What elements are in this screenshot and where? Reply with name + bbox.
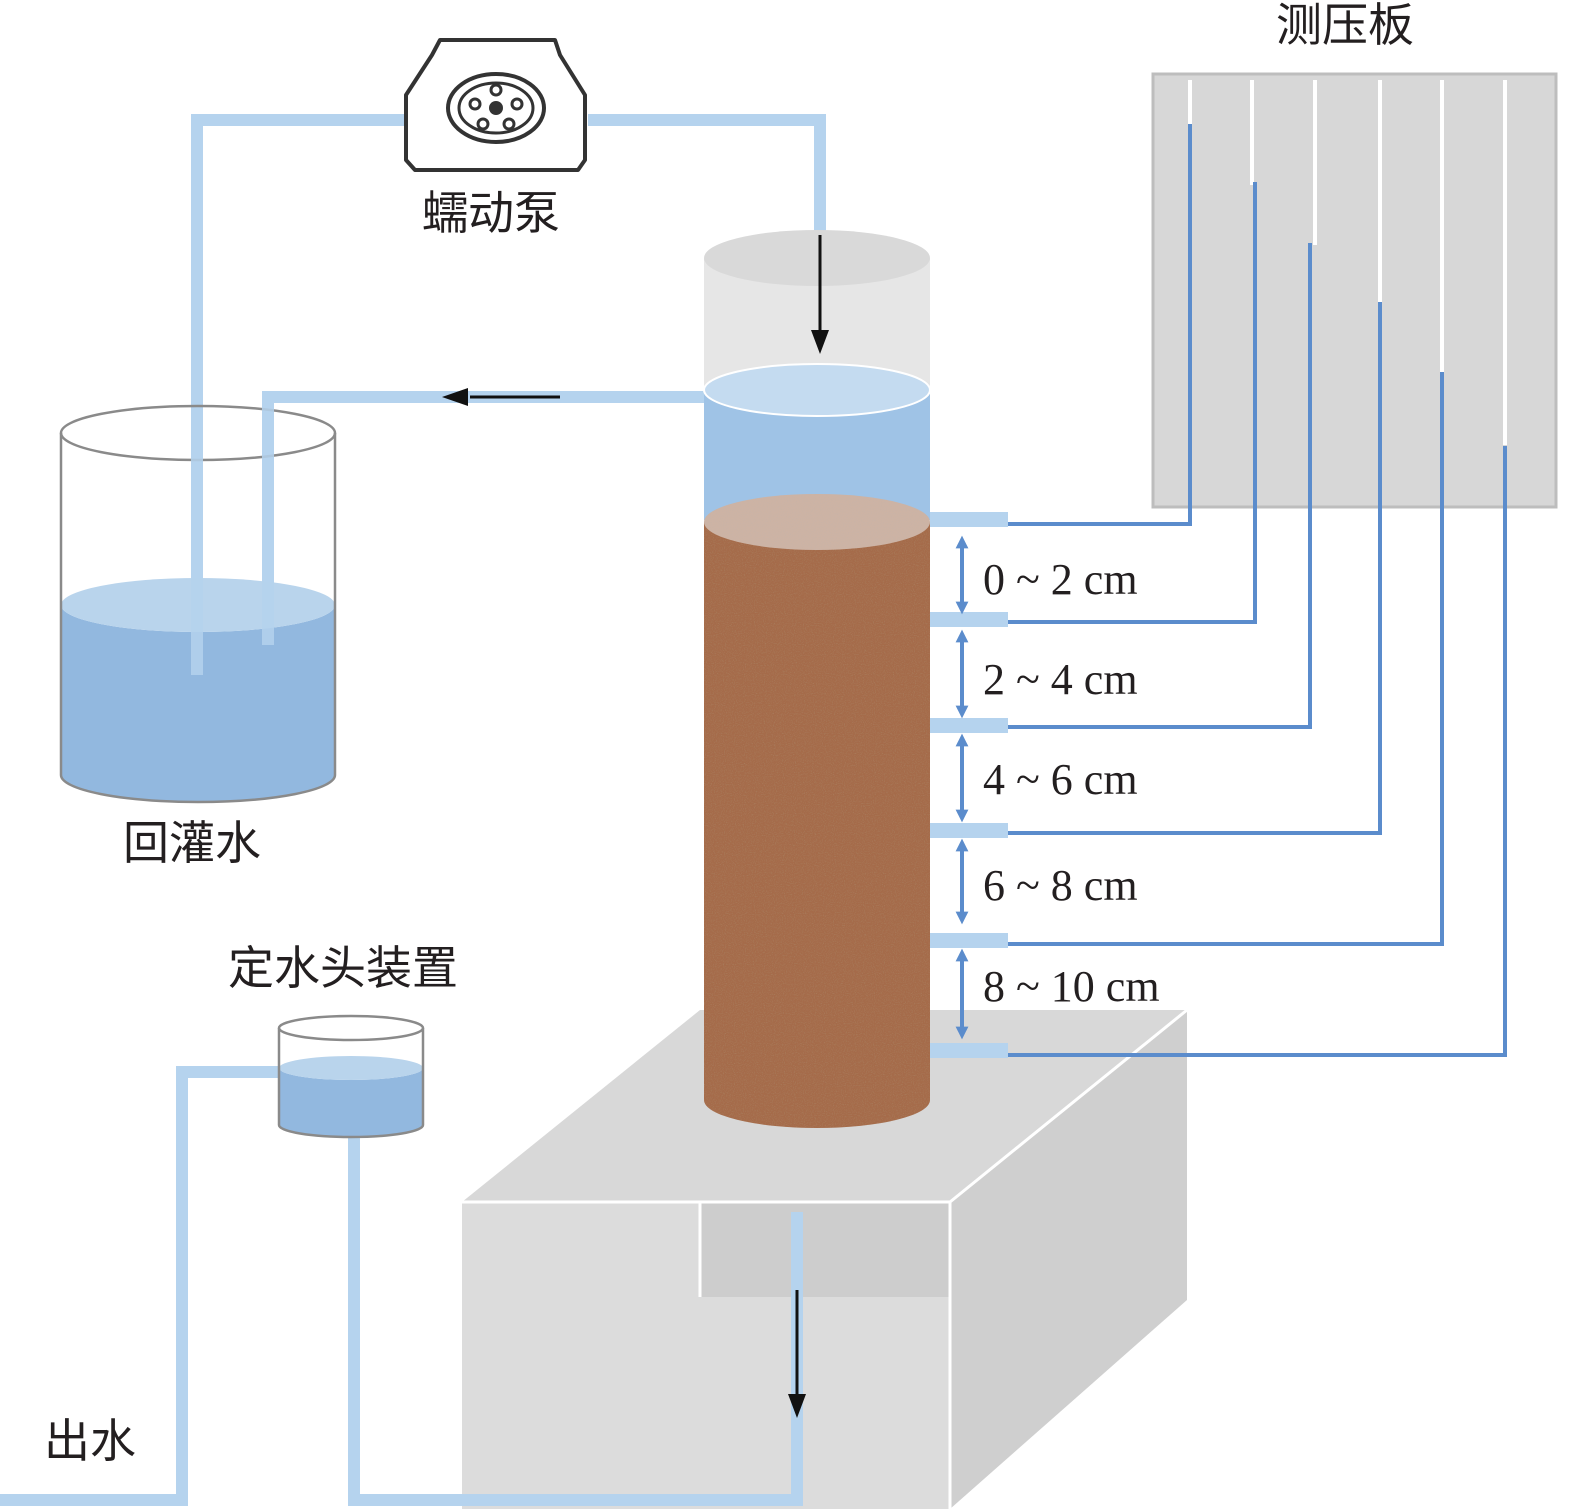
- depth-label: 2 ~ 4 cm: [983, 655, 1138, 704]
- down-arrow-icon: [811, 235, 829, 354]
- pump-icon: [404, 38, 587, 172]
- recharge-water-label: 回灌水: [123, 816, 261, 870]
- pump-label: 蠕动泵: [422, 186, 560, 240]
- head-to-outflow-pipe: [0, 1066, 282, 1506]
- constant-head-device-label: 定水头装置: [228, 941, 458, 995]
- outflow-label: 出水: [44, 1414, 136, 1468]
- recharge-beaker: [59, 397, 337, 804]
- depth-label: 6 ~ 8 cm: [983, 861, 1138, 910]
- constant-head-device: [277, 1014, 425, 1139]
- down-arrow-icon: [788, 1290, 806, 1418]
- soil-column: [703, 230, 931, 1128]
- left-arrow-icon: [442, 388, 560, 406]
- depth-label: 8 ~ 10 cm: [983, 962, 1160, 1011]
- depth-label: 4 ~ 6 cm: [983, 755, 1138, 804]
- depth-label: 0 ~ 2 cm: [983, 555, 1138, 604]
- piezometer-board: [1151, 72, 1558, 509]
- flow-arrows: [442, 235, 829, 1418]
- piezometer-board-label: 测压板: [1276, 0, 1414, 52]
- piezometer-tubes: [930, 124, 1507, 1058]
